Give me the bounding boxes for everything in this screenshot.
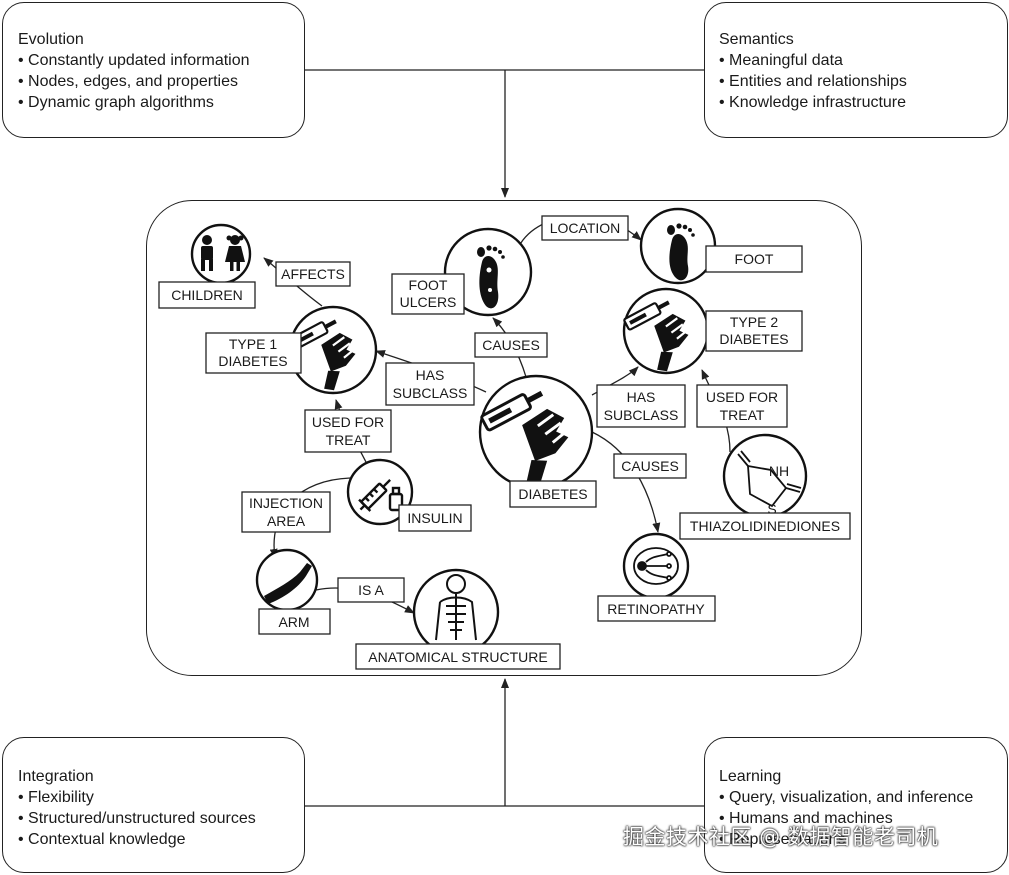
arm-label: ARM — [278, 614, 309, 630]
foot-node — [639, 207, 717, 285]
is-a-label: IS A — [358, 582, 384, 598]
retinopathy-label: RETINOPATHY — [607, 601, 705, 617]
edge-causes-retinopathy — [591, 431, 661, 533]
learning-point: Query, visualization, and inference — [719, 787, 1007, 808]
causes-ulcers-label: CAUSES — [482, 337, 540, 353]
affects-label: AFFECTS — [281, 266, 345, 282]
children-node — [190, 223, 252, 285]
type1-label-line2: DIABETES — [218, 353, 287, 369]
glucose-meter-icon — [290, 319, 356, 391]
semantics-box: Semantics Meaningful data Entities and r… — [704, 2, 1008, 138]
anatomy-icon — [435, 574, 477, 641]
type1-node — [288, 305, 378, 395]
has-subclass-label-line1: HAS — [416, 367, 445, 383]
chem-s-label: S — [767, 501, 776, 517]
foot-ulcer-icon — [477, 245, 505, 309]
learning-point: Humans and machines — [719, 808, 1007, 829]
integration-point: Contextual knowledge — [18, 829, 304, 850]
evolution-title: Evolution — [18, 31, 84, 48]
foot-label: FOOT — [735, 251, 774, 267]
type2-label-line2: DIABETES — [719, 331, 788, 347]
children-label: CHILDREN — [171, 287, 243, 303]
type2-node — [622, 287, 710, 375]
glucose-meter-icon — [480, 390, 569, 487]
foot-ulcers-node — [443, 227, 533, 317]
thiazolidinediones-label: THIAZOLIDINEDIONES — [690, 518, 840, 534]
anatomical-structure-label: ANATOMICAL STRUCTURE — [368, 649, 547, 665]
knowledge-graph-panel — [146, 200, 862, 676]
syringe-icon — [358, 479, 404, 512]
insulin-node — [346, 458, 414, 526]
diabetes-label: DIABETES — [518, 486, 587, 502]
children-icon — [201, 235, 245, 271]
integration-box: Integration Flexibility Structured/unstr… — [2, 737, 305, 873]
watermark: 掘金技术社区 @ 数据智能老司机 — [623, 825, 939, 849]
chemical-structure-icon — [737, 450, 802, 508]
anatomical-node — [412, 568, 500, 656]
thiazolidinediones-node: NH S — [722, 433, 808, 519]
integration-title: Integration — [18, 768, 94, 785]
foot-ulcers-label-line2: ULCERS — [400, 294, 457, 310]
learning-title: Learning — [719, 768, 782, 785]
used-treat2-label-line2: TREAT — [720, 407, 765, 423]
evolution-point: Dynamic graph algorithms — [18, 92, 304, 113]
semantics-point: Entities and relationships — [719, 71, 1007, 92]
insulin-label: INSULIN — [407, 510, 462, 526]
used-treat2-label-line1: USED FOR — [706, 389, 778, 405]
learning-point: Representations — [719, 829, 1007, 850]
type2-label-line1: TYPE 2 — [730, 314, 778, 330]
arm-icon — [264, 563, 312, 604]
injection-area-label-line2: AREA — [267, 513, 306, 529]
type1-label-line1: TYPE 1 — [229, 336, 277, 352]
used-treat-label-line1: USED FOR — [312, 414, 384, 430]
injection-area-label-line1: INJECTION — [249, 495, 323, 511]
evolution-point: Nodes, edges, and properties — [18, 71, 304, 92]
retinopathy-node — [622, 532, 690, 600]
semantics-point: Meaningful data — [719, 50, 1007, 71]
semantics-title: Semantics — [719, 31, 794, 48]
glucose-meter-icon — [623, 300, 689, 372]
integration-point: Flexibility — [18, 787, 304, 808]
edge-labels: AFFECTS LOCATION CAUSES HAS SUBCLASS HAS… — [241, 215, 788, 603]
foot-icon — [667, 223, 695, 281]
learning-box: Learning Query, visualization, and infer… — [704, 737, 1008, 873]
node-labels: CHILDREN TYPE 1 DIABETES FOOT ULCERS FOO… — [158, 245, 851, 670]
causes-retinopathy-label: CAUSES — [621, 458, 679, 474]
used-treat-label-line2: TREAT — [326, 432, 371, 448]
diabetes-node — [478, 374, 594, 490]
evolution-point: Constantly updated information — [18, 50, 304, 71]
location-label: LOCATION — [550, 220, 621, 236]
corner-connectors — [305, 69, 704, 807]
evolution-box: Evolution Constantly updated information… — [2, 2, 305, 138]
has-subclass-label-line2: SUBCLASS — [393, 385, 468, 401]
has-subclass2-label-line2: SUBCLASS — [604, 407, 679, 423]
chem-nh-label: NH — [769, 463, 789, 479]
foot-ulcers-label-line1: FOOT — [409, 277, 448, 293]
semantics-point: Knowledge infrastructure — [719, 92, 1007, 113]
eye-icon — [633, 547, 679, 585]
integration-point: Structured/unstructured sources — [18, 808, 304, 829]
has-subclass2-label-line1: HAS — [627, 389, 656, 405]
arm-node — [255, 548, 319, 612]
